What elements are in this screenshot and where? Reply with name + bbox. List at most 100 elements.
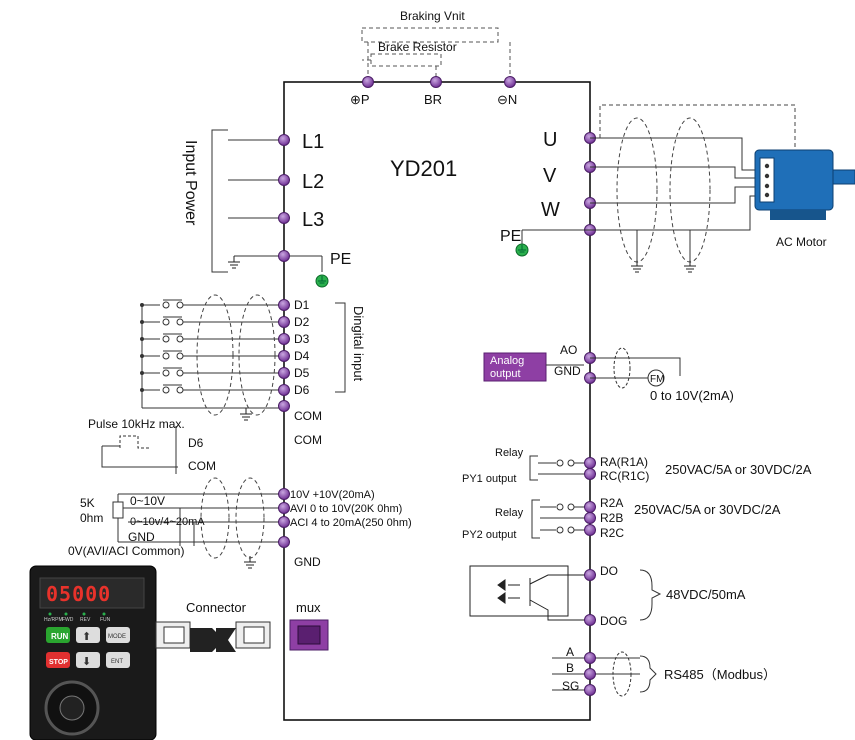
ground-icon xyxy=(227,256,241,269)
range1-label: 0~10V xyxy=(130,494,165,508)
sg-label: SG xyxy=(562,679,579,693)
digital-label-d3: D3 xyxy=(294,332,310,346)
analog-output-wiring xyxy=(546,347,681,389)
run-label: RUN xyxy=(51,632,69,641)
relay2-name: PY2 output xyxy=(462,529,516,541)
connector-label: Connector xyxy=(186,600,247,615)
r2b-label: R2B xyxy=(600,511,623,525)
ground-icon xyxy=(683,260,697,273)
pe-in-label: PE xyxy=(330,251,351,268)
ground-icon xyxy=(239,408,253,421)
led-fun: FUN xyxy=(100,617,111,623)
inverter-box xyxy=(283,81,591,721)
terminal-rc xyxy=(584,468,596,480)
rs485-label: RS485（Modbus） xyxy=(664,667,776,682)
terminal-l2 xyxy=(278,174,290,186)
terminal-d1 xyxy=(278,299,290,311)
braking-unit-label: Braking Vnit xyxy=(400,9,465,23)
fm-label: FM xyxy=(650,374,664,385)
enter-button[interactable] xyxy=(106,652,130,668)
motor-label: AC Motor xyxy=(776,235,827,249)
mode-button[interactable] xyxy=(106,627,130,643)
terminal-r2a xyxy=(584,501,596,513)
terminal-do xyxy=(584,569,596,581)
analog-box-line1: Analog xyxy=(490,355,524,367)
terminal-a xyxy=(584,652,596,664)
terminal-com xyxy=(278,400,290,412)
down-button[interactable] xyxy=(76,652,100,668)
up-button[interactable] xyxy=(76,627,100,643)
com2-label: COM xyxy=(294,433,322,447)
connector-cable-icon xyxy=(155,621,271,652)
pulse-wiring xyxy=(101,426,178,474)
l2-label: L2 xyxy=(302,171,324,193)
earth-icon xyxy=(315,274,329,288)
led-fwd: FWD xyxy=(62,617,74,623)
stop-button[interactable] xyxy=(46,652,70,668)
terminal-d6 xyxy=(278,384,290,396)
mux-label: mux xyxy=(296,600,321,615)
terminal-pe-in xyxy=(278,250,290,262)
up-arrow-icon: ⬆ xyxy=(82,631,91,643)
relay1-name: PY1 output xyxy=(462,473,516,485)
terminal-n xyxy=(504,76,516,88)
u-label: U xyxy=(543,129,557,151)
digital-label-d6: D6 xyxy=(294,383,310,397)
ground-icon xyxy=(243,556,257,569)
down-arrow-icon: ⬇ xyxy=(82,656,91,668)
brake-resistor-label: Brake Resistor xyxy=(378,40,457,54)
common-label: 0V(AVI/ACI Common) xyxy=(68,544,184,558)
terminal-ra xyxy=(584,457,596,469)
l3-label: L3 xyxy=(302,209,324,231)
aci-label: ACI 4 to 20mA(250 0hm) xyxy=(290,517,412,529)
br-label: BR xyxy=(424,92,442,107)
ac-motor-icon xyxy=(754,149,855,220)
terminal-d4 xyxy=(278,350,290,362)
digital-label-d1: D1 xyxy=(294,298,310,312)
knob-center-icon xyxy=(59,695,85,721)
r2a-label: R2A xyxy=(600,496,623,510)
do-rating: 48VDC/50mA xyxy=(666,587,746,602)
earth-out-icon xyxy=(515,243,529,257)
keypad-leds xyxy=(48,612,106,616)
enter-label: ENT xyxy=(111,659,123,665)
input-power-wiring xyxy=(211,129,323,273)
digital-input-row xyxy=(140,316,284,326)
analog-input-wiring xyxy=(112,493,284,546)
terminal-b xyxy=(584,668,596,680)
keypad-display: 05000 xyxy=(46,582,111,606)
relay1-rating: 250VAC/5A or 30VDC/2A xyxy=(665,462,812,477)
pe-out-label: PE xyxy=(500,228,521,245)
ao-label: AO xyxy=(560,343,577,357)
motor-wiring xyxy=(521,137,760,262)
opto-coupler xyxy=(469,565,590,621)
input-power-label: Input Power xyxy=(182,140,199,226)
range2-label: 0~10v/4~20mA xyxy=(130,516,205,528)
relay1-label: Relay xyxy=(495,447,524,459)
terminal-d2 xyxy=(278,316,290,328)
digital-label-d2: D2 xyxy=(294,315,310,329)
digital-label-d5: D5 xyxy=(294,366,310,380)
p-label: ⊕P xyxy=(350,92,370,107)
w-label: W xyxy=(541,199,560,221)
terminal-aci xyxy=(278,516,290,528)
avi-label: AVI 0 to 10V(20K 0hm) xyxy=(290,503,402,515)
com1-label: COM xyxy=(294,409,322,423)
terminal-d5 xyxy=(278,367,290,379)
terminal-d3 xyxy=(278,333,290,345)
a-label: A xyxy=(566,645,574,659)
terminal-l1 xyxy=(278,134,290,146)
terminal-r2b xyxy=(584,512,596,524)
b-label: B xyxy=(566,661,574,675)
r2c-label: R2C xyxy=(600,526,624,540)
digital-label-d4: D4 xyxy=(294,349,310,363)
digital-input-label: Dingital input xyxy=(351,306,366,382)
cable-shield-digital xyxy=(196,294,346,416)
do-brace xyxy=(639,569,662,621)
ra-label: RA(R1A) xyxy=(600,455,648,469)
stop-label: STOP xyxy=(49,659,68,666)
model-label: YD201 xyxy=(390,156,457,181)
run-button[interactable] xyxy=(46,627,70,643)
pulse-com-label: COM xyxy=(188,459,216,473)
